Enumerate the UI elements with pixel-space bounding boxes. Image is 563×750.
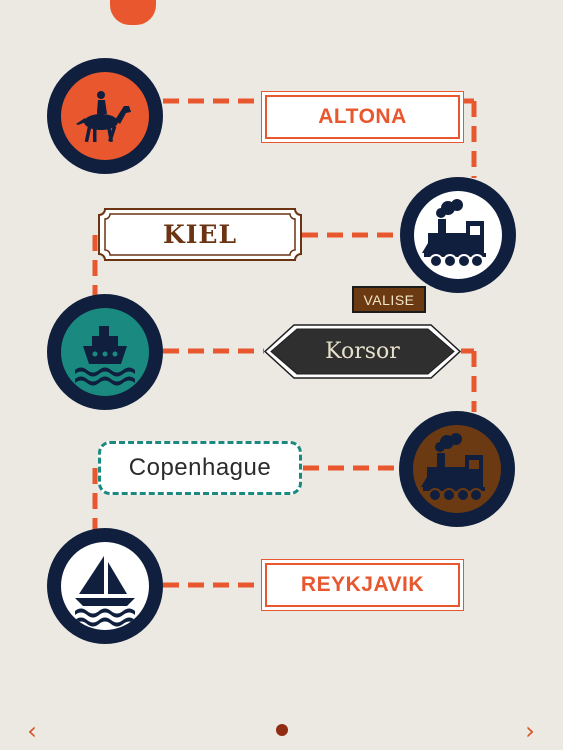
label-korsor[interactable]: Korsor (264, 324, 461, 379)
stop-steam-train-circle (414, 191, 502, 279)
stop-steam-train-2-circle (413, 425, 501, 513)
label-altona-text: ALTONA (318, 105, 407, 128)
chevron-right-icon[interactable]: › (525, 717, 535, 745)
label-copenhague[interactable]: Copenhague (98, 441, 302, 495)
stop-horse-rider[interactable] (47, 58, 163, 174)
stop-sailboat[interactable] (47, 528, 163, 644)
page-indicator-dot[interactable] (276, 724, 288, 736)
label-reykjavik-text: REYKJAVIK (300, 573, 425, 596)
stop-horse-rider-circle (61, 72, 149, 160)
label-reykjavik[interactable]: REYKJAVIK (261, 559, 464, 611)
steam-train-icon (413, 425, 501, 513)
label-altona[interactable]: ALTONA (261, 91, 464, 143)
sailboat-icon (61, 542, 149, 630)
label-kiel-frame (98, 208, 302, 261)
valise-badge[interactable]: VALISE (352, 286, 426, 313)
valise-badge-text: VALISE (363, 291, 415, 308)
steam-train-icon (414, 191, 502, 279)
chevron-left-icon[interactable]: ‹ (27, 717, 37, 745)
stop-steam-train[interactable] (400, 177, 516, 293)
stop-steam-train-2[interactable] (399, 411, 515, 527)
stop-ferry-circle (61, 308, 149, 396)
label-kiel[interactable]: KIEL (97, 207, 303, 262)
label-korsor-frame (264, 324, 461, 379)
stop-sailboat-circle (61, 542, 149, 630)
stop-ferry[interactable] (47, 294, 163, 410)
label-copenhague-text: Copenhague (128, 454, 272, 481)
horse-rider-icon (61, 72, 149, 160)
label-korsor-text: Korsor (325, 339, 400, 364)
label-kiel-text: KIEL (162, 220, 238, 249)
ferry-ship-icon (61, 308, 149, 396)
